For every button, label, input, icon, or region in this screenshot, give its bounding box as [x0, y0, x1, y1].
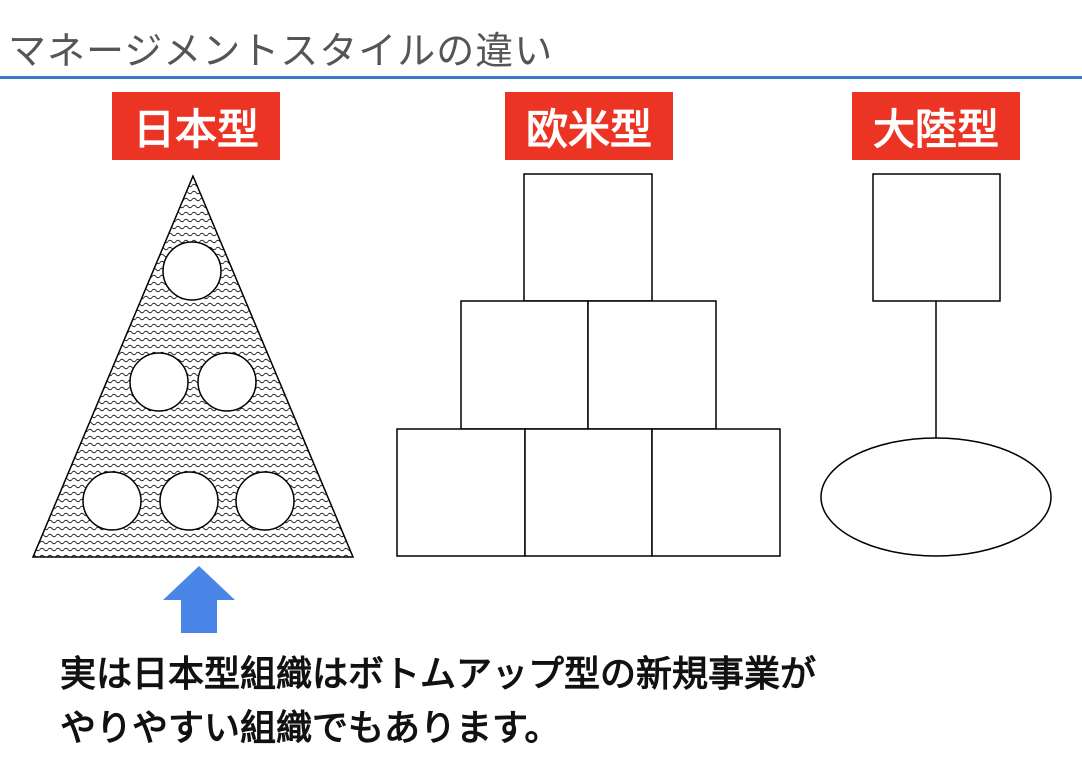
stack-box [651, 428, 781, 557]
base-ellipse [820, 437, 1052, 557]
western-box-stack [396, 173, 781, 557]
label-western-style: 欧米型 [505, 92, 673, 160]
title-divider [0, 76, 1082, 79]
label-japanese-style: 日本型 [112, 92, 280, 160]
caption: 実は日本型組織はボトムアップ型の新規事業が やりやすい組織でもあります。 [60, 648, 816, 756]
page-title: マネージメントスタイルの違い [8, 29, 554, 73]
pyramid-circle [129, 352, 189, 412]
caption-line-2: やりやすい組織でもあります。 [60, 708, 561, 749]
stack-box [523, 173, 653, 302]
top-box [872, 173, 1001, 302]
stack-box [396, 428, 526, 557]
japanese-pyramid [31, 174, 355, 558]
stack-box [524, 428, 653, 557]
pyramid-circle [235, 471, 295, 531]
pyramid-circle [82, 471, 142, 531]
stack-box [587, 300, 717, 430]
pyramid-triangle [31, 174, 355, 558]
caption-line-1: 実は日本型組織はボトムアップ型の新規事業が [60, 654, 817, 695]
continental-structure [820, 173, 1052, 557]
stack-box [460, 300, 589, 430]
pyramid-circle [162, 241, 222, 301]
label-continental-style: 大陸型 [852, 92, 1020, 160]
up-arrow-icon [163, 566, 235, 633]
pyramid-circle [197, 352, 257, 412]
pyramid-circle [159, 471, 219, 531]
